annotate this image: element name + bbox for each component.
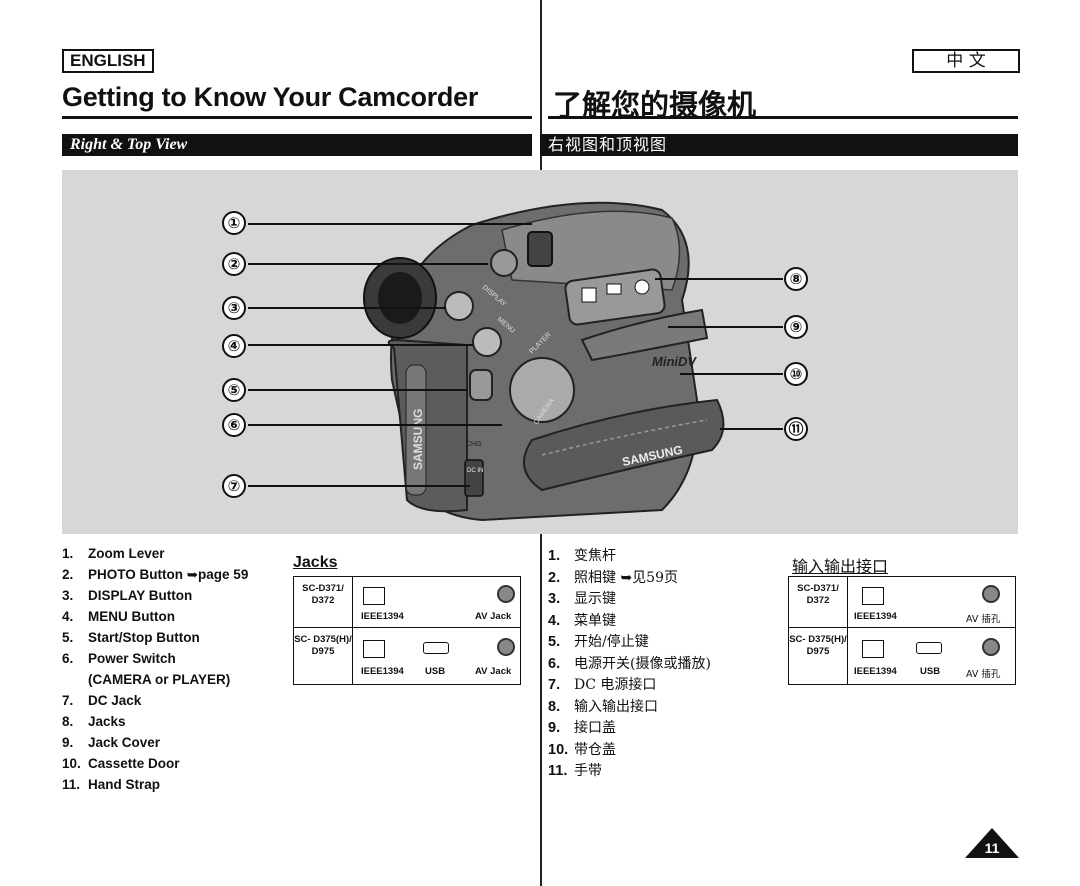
callout-9: ⑨ xyxy=(784,315,808,339)
model-cell: SC- D375(H)/ D975 xyxy=(788,627,848,685)
grip-brand-text: SAMSUNG xyxy=(411,409,425,470)
jacks-title-english: Jacks xyxy=(293,554,338,571)
callout-7: ⑦ xyxy=(222,474,246,498)
camcorder-drawing: SAMSUNG MiniDV SAMSUNG DISPLAY MENU PLAY… xyxy=(363,201,725,522)
list-item: 4.菜单键 xyxy=(548,612,616,629)
leader-line-3 xyxy=(248,307,446,309)
callout-4: ④ xyxy=(222,334,246,358)
leader-line-4 xyxy=(248,344,473,346)
table-row: SC- D375(H)/ D975 IEEE1394 USB AV 插孔 xyxy=(788,627,1016,685)
callout-11: ⑪ xyxy=(784,417,808,441)
list-item: 5.开始/停止键 xyxy=(548,634,649,650)
av-jack-icon xyxy=(982,638,1000,656)
ieee1394-label: IEEE1394 xyxy=(361,666,404,677)
callout-8: ⑧ xyxy=(784,267,808,291)
section-heading-chinese: 右视图和顶视图 xyxy=(540,134,1018,156)
list-item: 9.接口盖 xyxy=(548,720,616,736)
ieee1394-port-icon xyxy=(363,587,385,605)
av-jack-label: AV Jack xyxy=(475,666,512,677)
list-item: 3.DISPLAY Button xyxy=(62,588,193,603)
list-item: 4.MENU Button xyxy=(62,609,175,624)
callout-5: ⑤ xyxy=(222,378,246,402)
leader-line-7 xyxy=(248,485,470,487)
model-cell: SC- D375(H)/ D975 xyxy=(293,627,353,685)
language-tag-chinese: 中 文 xyxy=(912,49,1020,73)
av-jack-icon xyxy=(982,585,1000,603)
leader-line-9 xyxy=(668,326,783,328)
ports-cell: IEEE1394 AV Jack xyxy=(352,576,521,628)
ieee1394-port-icon xyxy=(862,640,884,658)
title-rule-left xyxy=(62,116,532,119)
usb-port-icon xyxy=(423,642,449,654)
ports-cell: IEEE1394 USB AV 插孔 xyxy=(847,627,1016,685)
list-item: 8.Jacks xyxy=(62,714,126,729)
jacks-table-chinese: SC-D371/ D372 IEEE1394 AV 插孔 SC- D375(H)… xyxy=(788,576,1016,685)
callout-3: ③ xyxy=(222,296,246,320)
list-item: 5.Start/Stop Button xyxy=(62,630,200,645)
leader-line-1 xyxy=(248,223,532,225)
table-row: SC-D371/ D372 IEEE1394 AV 插孔 xyxy=(788,576,1016,628)
jacks-table-english: SC-D371/ D372 IEEE1394 AV Jack SC- D375(… xyxy=(293,576,521,685)
usb-port-icon xyxy=(916,642,942,654)
list-item: 2.PHOTO Button ➥page 59 xyxy=(62,567,249,582)
page-title-english: Getting to Know Your Camcorder xyxy=(62,82,479,112)
section-heading-english: Right & Top View xyxy=(62,134,532,156)
dcin-label: DC IN xyxy=(467,468,483,474)
list-item: 6.电源开关(摄像或播放) xyxy=(548,655,711,672)
leader-line-10 xyxy=(680,373,783,375)
list-item: 6.Power Switch xyxy=(62,651,176,666)
language-tag-english: ENGLISH xyxy=(62,49,154,73)
page-number-badge xyxy=(965,828,1019,858)
ieee1394-label: IEEE1394 xyxy=(854,611,897,622)
leader-line-2 xyxy=(248,263,488,265)
list-item: 7.DC Jack xyxy=(62,693,142,708)
list-item: 7.DC 电源接口 xyxy=(548,677,657,693)
list-item: 11.Hand Strap xyxy=(62,777,161,792)
table-row: SC-D371/ D372 IEEE1394 AV Jack xyxy=(293,576,521,628)
av-jack-icon xyxy=(497,585,515,603)
list-item: (CAMERA or PLAYER) xyxy=(88,672,231,687)
av-jack-label: AV 插孔 xyxy=(966,669,1001,680)
parts-list-english: 1.Zoom Lever 2.PHOTO Button ➥page 59 3.D… xyxy=(62,543,282,795)
usb-label: USB xyxy=(425,666,446,677)
callout-2: ② xyxy=(222,252,246,276)
table-row: SC- D375(H)/ D975 IEEE1394 USB AV Jack xyxy=(293,627,521,685)
ieee1394-port-icon xyxy=(862,587,884,605)
callout-1: ① xyxy=(222,211,246,235)
model-cell: SC-D371/ D372 xyxy=(788,576,848,628)
list-item: 8.输入输出接口 xyxy=(548,698,658,715)
av-jack-label: AV Jack xyxy=(475,611,512,622)
callout-10: ⑩ xyxy=(784,362,808,386)
list-item: 10.Cassette Door xyxy=(62,756,180,771)
list-item: 10.带仓盖 xyxy=(548,741,616,758)
ieee1394-port-icon xyxy=(363,640,385,658)
av-jack-icon xyxy=(497,638,515,656)
av-jack-label: AV 插孔 xyxy=(966,614,1001,625)
leader-line-6 xyxy=(248,424,502,426)
list-item: 1.变焦杆 xyxy=(548,548,616,564)
minidv-logo: MiniDV xyxy=(652,354,697,369)
title-rule-right xyxy=(548,116,1018,119)
list-item: 1.Zoom Lever xyxy=(62,546,165,561)
leader-line-11 xyxy=(720,428,783,430)
chg-label: CHG xyxy=(466,441,482,448)
parts-list-chinese: 1.变焦杆 2.照相键 ➥见59页 3.显示键 4.菜单键 5.开始/停止键 6… xyxy=(548,546,778,783)
ieee1394-label: IEEE1394 xyxy=(361,611,404,622)
list-item: 9.Jack Cover xyxy=(62,735,161,750)
ports-cell: IEEE1394 AV 插孔 xyxy=(847,576,1016,628)
usb-label: USB xyxy=(920,666,941,677)
list-item: 3.显示键 xyxy=(548,591,616,607)
page-number: 11 xyxy=(984,840,1000,856)
list-item: 11.手带 xyxy=(548,763,602,779)
list-item: 2.照相键 ➥见59页 xyxy=(548,569,678,586)
leader-line-5 xyxy=(248,389,468,391)
model-cell: SC-D371/ D372 xyxy=(293,576,353,628)
jacks-title-chinese: 输入输出接口 xyxy=(792,557,889,576)
callout-6: ⑥ xyxy=(222,413,246,437)
camcorder-illustration: SAMSUNG MiniDV SAMSUNG DISPLAY MENU PLAY… xyxy=(62,170,1018,534)
leader-line-8 xyxy=(655,278,783,280)
ieee1394-label: IEEE1394 xyxy=(854,666,897,677)
ports-cell: IEEE1394 USB AV Jack xyxy=(352,627,521,685)
